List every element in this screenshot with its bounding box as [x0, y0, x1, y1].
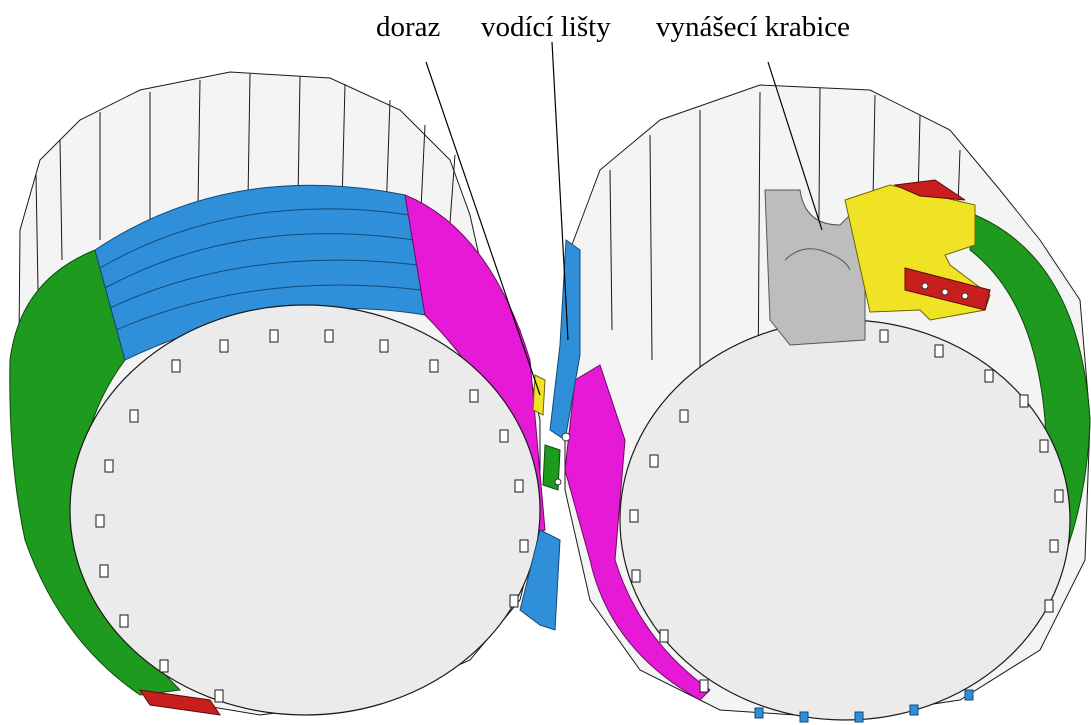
label-lifting-box: vynášecí krabice — [656, 11, 851, 43]
leader-guide-rails — [551, 41, 569, 341]
guide-rail-lower — [519, 529, 561, 631]
left-red-accent — [138, 689, 222, 716]
label-guide-rails: vodící lišty — [481, 11, 611, 43]
right-magenta-stop — [564, 364, 711, 701]
left-cylinder-face — [69, 304, 541, 716]
lifting-box-gray — [764, 189, 866, 346]
right-blue-notches — [754, 689, 974, 723]
left-face-notches — [95, 329, 529, 703]
left-cylinder-ribs — [35, 73, 456, 291]
label-stop: doraz — [376, 11, 441, 43]
right-face-notches — [629, 329, 1064, 693]
left-cylinder — [9, 71, 546, 716]
lifting-box-red-accent — [904, 267, 991, 311]
leader-lines — [425, 41, 823, 396]
right-cylinder — [564, 84, 1091, 723]
right-cylinder-face — [619, 319, 1071, 721]
leader-stop — [425, 61, 541, 396]
leader-lifting-box — [767, 61, 823, 231]
guide-rails — [519, 239, 581, 631]
